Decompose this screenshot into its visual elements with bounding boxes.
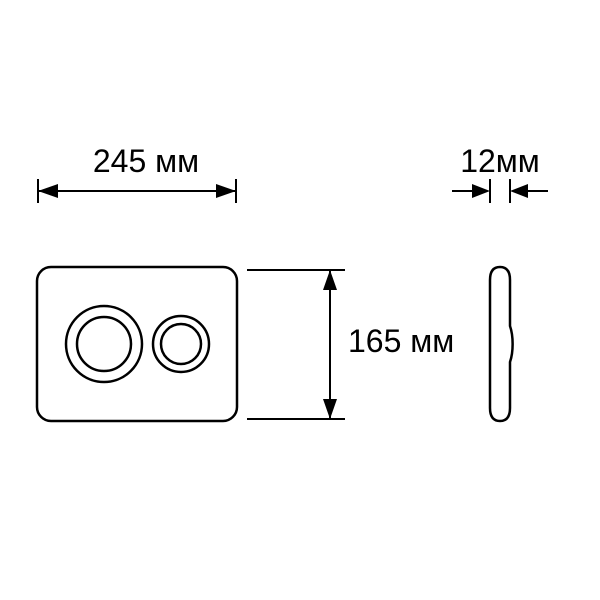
- large-button-inner-ring: [75, 315, 133, 373]
- width-dimension-label: 245 мм: [93, 143, 199, 179]
- depth-dimension-label: 12мм: [460, 143, 540, 179]
- height-dimension: [247, 269, 345, 420]
- arrowhead-up-icon: [323, 270, 337, 290]
- large-button-outer-ring: [64, 304, 144, 384]
- arrowhead-down-icon: [323, 399, 337, 419]
- small-button-outer-ring: [151, 314, 211, 374]
- small-button-inner-ring: [159, 322, 203, 366]
- flush-plate-outline: [35, 265, 239, 423]
- flush-plate-side-view: [488, 265, 514, 423]
- depth-dimension: [452, 179, 548, 203]
- side-profile-outline: [488, 265, 514, 423]
- arrowhead-right-icon: [216, 184, 236, 198]
- height-dimension-label: 165 мм: [348, 323, 454, 359]
- arrowhead-inward-right-icon: [472, 184, 490, 198]
- arrowhead-left-icon: [38, 184, 58, 198]
- flush-plate-front-view: [35, 265, 239, 423]
- arrowhead-inward-left-icon: [510, 184, 528, 198]
- width-dimension: [37, 179, 237, 203]
